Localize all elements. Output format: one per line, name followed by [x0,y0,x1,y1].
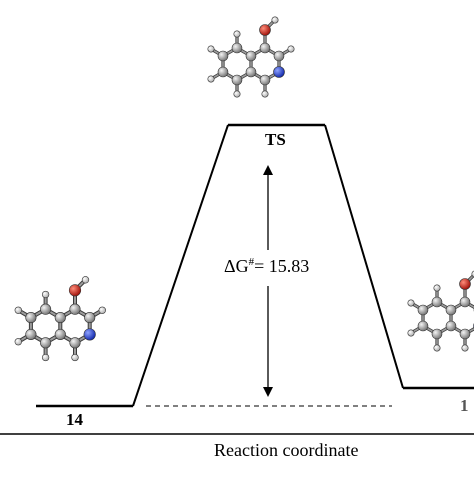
barrier-energy-label: ΔG#= 15.83 [224,256,309,277]
carbon-atom [26,329,37,340]
carbon-atom [460,297,470,307]
carbon-atom [432,329,442,339]
delta-g-symbol: ΔG [224,256,249,276]
hydrogen-atom [408,330,414,336]
barrier-value: = 15.83 [254,256,309,276]
reactant-molecule-model [15,276,106,360]
carbon-atom [232,75,242,85]
carbon-atom [70,338,81,349]
carbon-atom [260,43,270,53]
hydrogen-atom [42,291,49,298]
carbon-atom [446,305,456,315]
oxygen-atom [69,285,81,297]
carbon-atom [55,329,66,340]
carbon-atom [40,304,51,315]
carbon-atom [246,67,256,77]
hydrogen-atom [262,91,268,97]
hydrogen-atom [42,354,49,361]
x-axis-label: Reaction coordinate [214,440,358,461]
hydrogen-atom [462,345,468,351]
carbon-atom [260,75,270,85]
hydrogen-atom [434,345,440,351]
product-molecule-model [408,271,474,351]
carbon-atom [432,297,442,307]
hydrogen-atom [234,91,240,97]
carbon-atom [446,321,456,331]
fall-line [325,125,403,388]
hydrogen-atom [208,46,214,52]
nitrogen-atom [274,67,285,78]
carbon-atom [218,67,228,77]
reactant-label: 14 [66,410,83,430]
hydrogen-atom [82,276,89,283]
oxygen-atom [460,279,471,290]
carbon-atom [418,305,428,315]
carbon-atom [460,329,470,339]
carbon-atom [55,312,66,323]
carbon-atom [274,51,284,61]
hydrogen-atom [272,17,278,23]
hydrogen-atom [288,46,294,52]
ts-label: TS [265,130,286,150]
product-label: 1 [460,396,469,416]
carbon-atom [70,304,81,315]
carbon-atom [218,51,228,61]
hydrogen-atom [72,354,79,361]
hydrogen-atom [15,307,22,314]
hydrogen-atom [99,307,106,314]
carbon-atom [84,312,95,323]
hydrogen-atom [208,76,214,82]
carbon-atom [232,43,242,53]
carbon-atom [26,312,37,323]
carbon-atom [40,338,51,349]
hydrogen-atom [408,300,414,306]
hydrogen-atom [15,338,22,345]
nitrogen-atom [84,329,96,341]
hydrogen-atom [234,31,240,37]
carbon-atom [246,51,256,61]
hydrogen-atom [434,285,440,291]
rise-line [133,125,228,406]
ts-molecule-model [208,17,294,97]
carbon-atom [418,321,428,331]
oxygen-atom [260,25,271,36]
